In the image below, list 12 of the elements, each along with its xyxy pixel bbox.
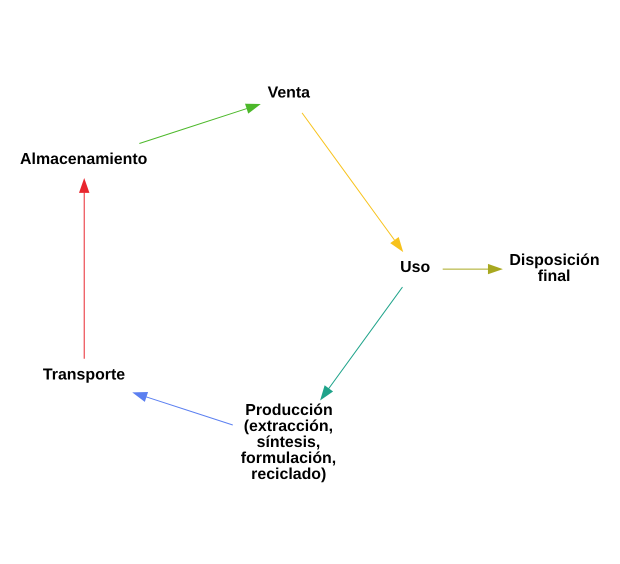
node-text: Producción (extracción, síntesis, formulación, reciclado)	[240, 402, 336, 483]
node-text: Venta	[268, 84, 310, 102]
arrow	[320, 286, 403, 400]
arrow	[132, 392, 234, 426]
arrow	[78, 178, 90, 360]
node-text: Uso	[400, 258, 430, 276]
node-text: Almacenamiento	[20, 151, 148, 168]
arrow	[302, 112, 404, 252]
arrow	[442, 264, 503, 274]
node-text: Transporte	[42, 366, 126, 384]
node-text: Disposición final	[509, 252, 600, 285]
arrow	[138, 104, 261, 144]
